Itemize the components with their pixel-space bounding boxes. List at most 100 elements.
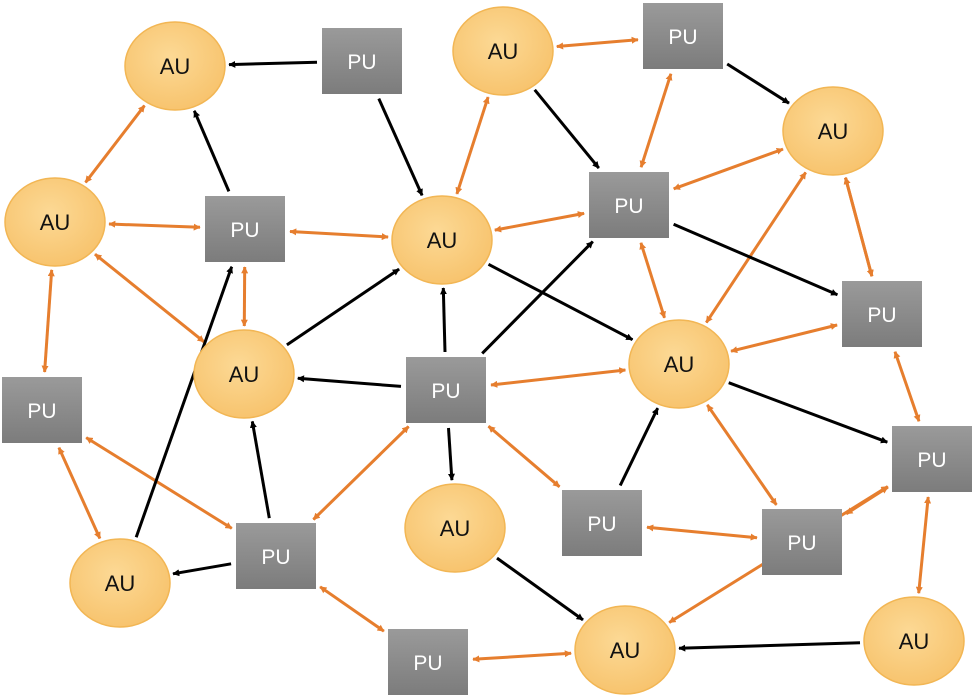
bidirectional-link-au2-pu2 — [556, 36, 639, 50]
bidirectional-link-pu7-au7 — [490, 367, 627, 388]
bidirectional-link-au1-au3 — [84, 104, 146, 184]
au-node-au4: AU — [391, 195, 493, 285]
au-label: AU — [899, 629, 930, 654]
pu-node-pu2: PU — [643, 3, 723, 69]
au-label: AU — [160, 54, 191, 79]
pu-label: PU — [230, 219, 259, 242]
directed-link-pu3-au1 — [192, 110, 231, 192]
bidirectional-link-pu7-pu8 — [312, 425, 410, 521]
au-ellipse — [69, 538, 171, 628]
bidirectional-link-pu7-pu10 — [487, 425, 561, 488]
pu-label: PU — [261, 546, 290, 569]
directed-link-pu4-pu5 — [673, 222, 839, 297]
pu-label: PU — [413, 652, 442, 675]
au-ellipse — [404, 483, 506, 573]
pu-node-pu4: PU — [589, 172, 669, 238]
pu-box — [236, 523, 316, 589]
au-label: AU — [610, 638, 641, 663]
au-ellipse — [863, 596, 965, 686]
pu-label: PU — [614, 195, 643, 218]
bidirectional-link-au11-pu9 — [915, 496, 932, 594]
bidirectional-link-au5-pu5 — [843, 177, 874, 277]
bidirectional-link-pu12-au10 — [472, 650, 572, 663]
directed-link-pu10-au7 — [618, 407, 660, 487]
pu-box — [762, 509, 842, 575]
pu-label: PU — [587, 513, 616, 536]
au-label: AU — [40, 210, 71, 235]
directed-link-au4-au7 — [487, 262, 634, 342]
directed-link-pu7-au8 — [447, 427, 455, 481]
directed-link-pu2-au5 — [726, 62, 790, 105]
directed-link-pu7-au6 — [297, 375, 402, 388]
bidirectional-link-au4-pu4 — [494, 211, 585, 233]
pu-node-pu5: PU — [842, 281, 922, 347]
directed-link-au7-pu9 — [728, 381, 888, 444]
pu-box — [322, 28, 402, 94]
bidirectional-link-au5-pu4 — [673, 147, 784, 191]
pu-box — [406, 357, 486, 423]
pu-box — [2, 377, 82, 443]
pu-node-pu8: PU — [236, 523, 316, 589]
directed-link-au9-pu3 — [134, 266, 234, 538]
pu-label: PU — [27, 400, 56, 423]
bidirectional-link-au3-pu6 — [41, 269, 55, 373]
au-ellipse — [452, 6, 554, 96]
bidirectional-link-pu10-pu11 — [646, 524, 758, 541]
pu-label: PU — [431, 380, 460, 403]
directed-link-pu1-au1 — [228, 60, 318, 68]
au-label: AU — [488, 39, 519, 64]
pu-node-pu3: PU — [205, 196, 285, 262]
au-node-au9: AU — [69, 538, 171, 628]
pu-box — [388, 629, 468, 695]
au-node-au8: AU — [404, 483, 506, 573]
bidirectional-link-au4-au2 — [455, 96, 490, 195]
directed-link-pu8-au6 — [249, 420, 271, 519]
au-label: AU — [229, 362, 260, 387]
directed-link-pu7-pu4 — [481, 240, 594, 355]
bidirectional-link-au7-pu11 — [706, 404, 778, 506]
pu-node-pu12: PU — [388, 629, 468, 695]
bidirectional-link-pu2-pu4 — [639, 73, 673, 168]
directed-link-pu8-au9 — [172, 562, 232, 577]
pu-node-pu7: PU — [406, 357, 486, 423]
pu-node-pu10: PU — [562, 490, 642, 556]
directed-link-au2-pu4 — [533, 88, 600, 170]
pu-node-pu11: PU — [762, 509, 842, 575]
au-ellipse — [574, 605, 676, 695]
au-ellipse — [628, 319, 730, 409]
pu-box — [842, 281, 922, 347]
pu-box — [205, 196, 285, 262]
directed-link-pu1-au4 — [377, 97, 424, 197]
bidirectional-link-pu4-au7 — [639, 242, 666, 319]
pu-node-pu6: PU — [2, 377, 82, 443]
pu-box — [589, 172, 669, 238]
au-node-au1: AU — [124, 21, 226, 111]
bidirectional-link-pu5-au7 — [730, 323, 838, 354]
bidirectional-link-au5-au7 — [705, 171, 807, 324]
pu-label: PU — [917, 449, 946, 472]
bidirectional-link-au9-pu6 — [57, 446, 102, 540]
bidirectional-link-pu5-pu9 — [893, 351, 921, 422]
pu-label: PU — [347, 51, 376, 74]
au-ellipse — [391, 195, 493, 285]
au-ellipse — [193, 329, 295, 419]
au-node-au11: AU — [863, 596, 965, 686]
directed-link-au8-au10 — [496, 556, 584, 622]
bidirectional-link-pu8-pu12 — [319, 585, 385, 633]
pu-node-pu9: PU — [892, 426, 972, 492]
bidirectional-link-au3-au6 — [94, 253, 205, 343]
pu-label: PU — [668, 26, 697, 49]
bidirectional-link-au3-pu3 — [108, 220, 201, 231]
au-label: AU — [664, 352, 695, 377]
au-label: AU — [427, 228, 458, 253]
au-ellipse — [782, 86, 884, 176]
directed-link-au11-au10 — [678, 641, 861, 652]
bidirectional-link-pu3-au4 — [289, 228, 389, 241]
au-ellipse — [4, 177, 106, 267]
au-label: AU — [105, 571, 136, 596]
pu-box — [562, 490, 642, 556]
au-node-au6: AU — [193, 329, 295, 419]
links-layer — [41, 36, 932, 663]
